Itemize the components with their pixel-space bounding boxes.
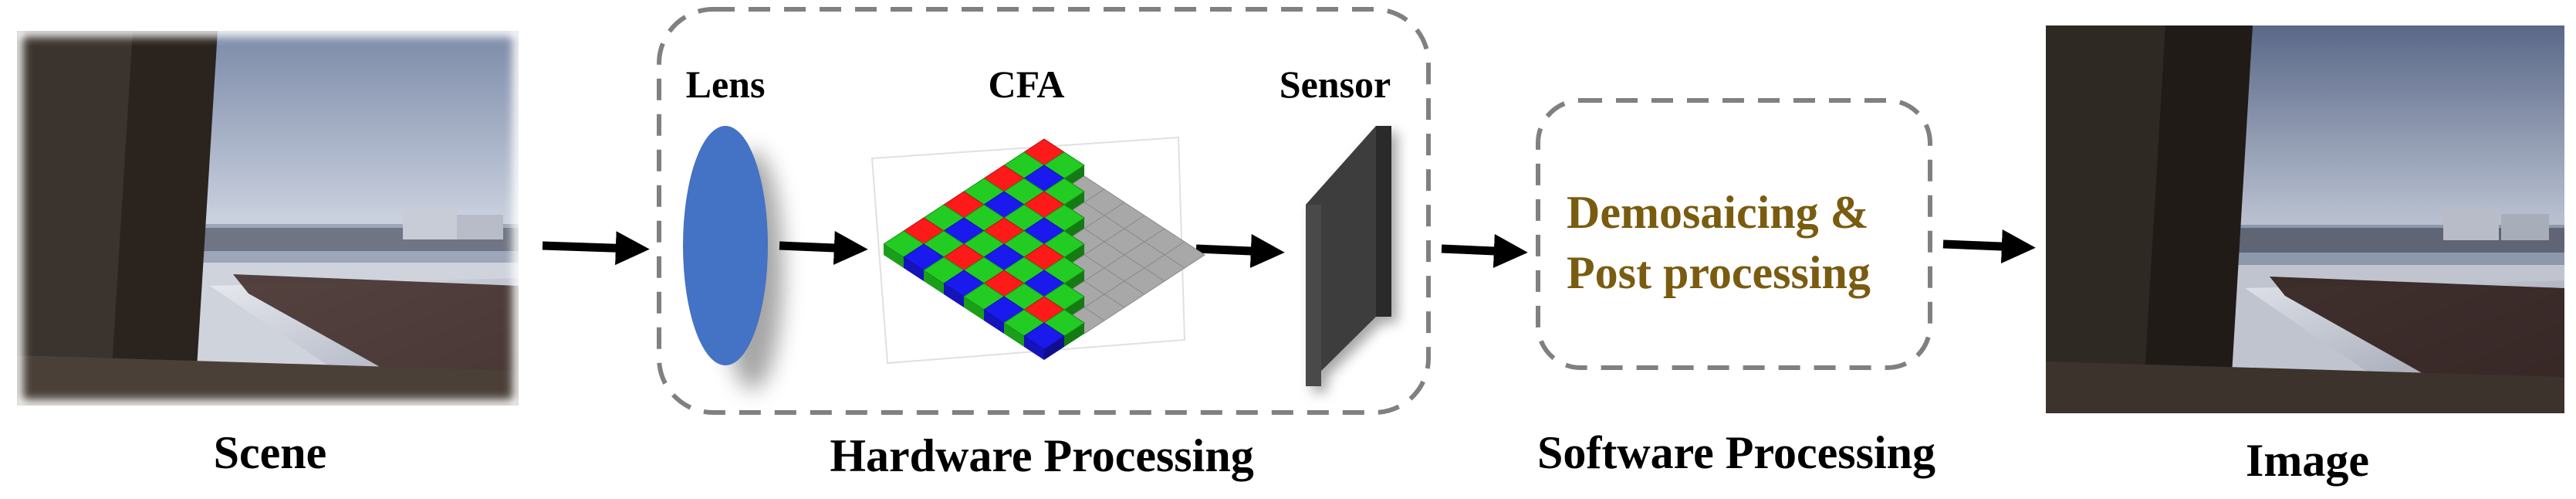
hardware-processing-box [657, 7, 1431, 415]
software-step-line-1: Demosaicing & [1567, 187, 1869, 238]
cfa-bayer-grid [883, 138, 1205, 360]
cfa-cell-side [1024, 336, 1044, 360]
cfa-cell-side [924, 270, 944, 294]
hardware-processing-label: Hardware Processing [830, 430, 1254, 481]
lens-label: Lens [685, 63, 766, 106]
cfa-cell-side [984, 310, 1004, 334]
cfa-cell-side [944, 283, 964, 307]
scene-label: Scene [213, 427, 327, 478]
cfa-cell-side [1004, 323, 1024, 347]
arrow-cfa-to-sensor [1195, 234, 1285, 268]
lens-shape [683, 126, 768, 365]
arrow-lens-to-cfa [779, 231, 868, 265]
output-image-photo [2046, 25, 2564, 413]
sensor-label: Sensor [1279, 63, 1391, 106]
software-processing-box [1536, 98, 1932, 370]
cfa-cell-side [964, 297, 984, 321]
cfa-cell-side [884, 244, 904, 268]
cfa-cell-side [1064, 323, 1084, 347]
cfa-cell-side [1044, 336, 1064, 360]
software-processing-label: Software Processing [1536, 427, 1936, 478]
cfa-label: CFA [988, 63, 1065, 106]
sensor-shape [1306, 126, 1391, 386]
arrow-scene-to-hardware [542, 231, 650, 266]
cfa-cell-side [904, 257, 924, 281]
software-step-line-2: Post processing [1567, 247, 1871, 298]
image-label: Image [2246, 435, 2369, 486]
cfa-cell [1023, 322, 1065, 350]
scene-photo [17, 31, 519, 406]
arrow-hardware-to-software [1441, 233, 1528, 268]
arrow-software-to-image [1942, 229, 2036, 264]
